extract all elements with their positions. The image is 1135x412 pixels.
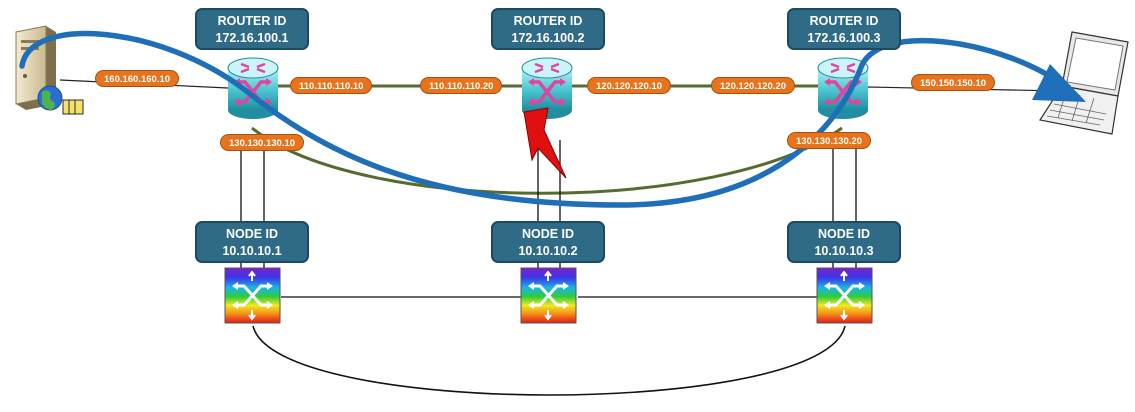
arrow-head-icon xyxy=(1032,64,1086,102)
router-id-box: ROUTER ID 172.16.100.2 xyxy=(491,8,605,50)
node-id-label: NODE ID xyxy=(521,227,575,241)
optical-switch-icon[interactable] xyxy=(520,267,577,324)
lightning-fault-icon xyxy=(523,107,567,179)
interface-ip-label: 130.130.130.20 xyxy=(787,132,872,149)
node-id-label: NODE ID xyxy=(225,227,279,241)
globe-icon xyxy=(37,85,63,111)
router-id-value: 172.16.100.2 xyxy=(511,31,585,45)
router-id-box: ROUTER ID 172.16.100.1 xyxy=(195,8,309,50)
node-id-box: NODE ID 10.10.10.1 xyxy=(195,221,309,263)
router-id-box: ROUTER ID 172.16.100.3 xyxy=(787,8,901,50)
router-id-value: 172.16.100.3 xyxy=(807,31,881,45)
interface-ip-label: 110.110.110.20 xyxy=(420,77,503,94)
optical-switch-icon[interactable] xyxy=(816,267,873,324)
interface-ip-label: 150.150.150.10 xyxy=(911,74,996,91)
router-id-value: 172.16.100.1 xyxy=(215,31,289,45)
interface-ip-label: 120.120.120.10 xyxy=(587,77,672,94)
interface-ip-label: 120.120.120.20 xyxy=(711,77,796,94)
node-id-label: NODE ID xyxy=(817,227,871,241)
folder-icon xyxy=(62,99,84,115)
router-id-label: ROUTER ID xyxy=(513,14,583,28)
node-id-box: NODE ID 10.10.10.3 xyxy=(787,221,901,263)
node-id-value: 10.10.10.2 xyxy=(518,244,578,258)
link-r1-r3 xyxy=(251,126,843,195)
link-n1-n3 xyxy=(252,325,846,396)
interface-ip-label: 160.160.160.10 xyxy=(95,70,180,87)
interface-ip-label: 110.110.110.10 xyxy=(290,77,373,94)
node-id-box: NODE ID 10.10.10.2 xyxy=(491,221,605,263)
router-id-label: ROUTER ID xyxy=(217,14,287,28)
router-id-label: ROUTER ID xyxy=(809,14,879,28)
interface-ip-label: 130.130.130.10 xyxy=(220,134,305,151)
optical-switch-icon[interactable] xyxy=(224,267,281,324)
node-id-value: 10.10.10.3 xyxy=(814,244,874,258)
node-id-value: 10.10.10.1 xyxy=(222,244,282,258)
